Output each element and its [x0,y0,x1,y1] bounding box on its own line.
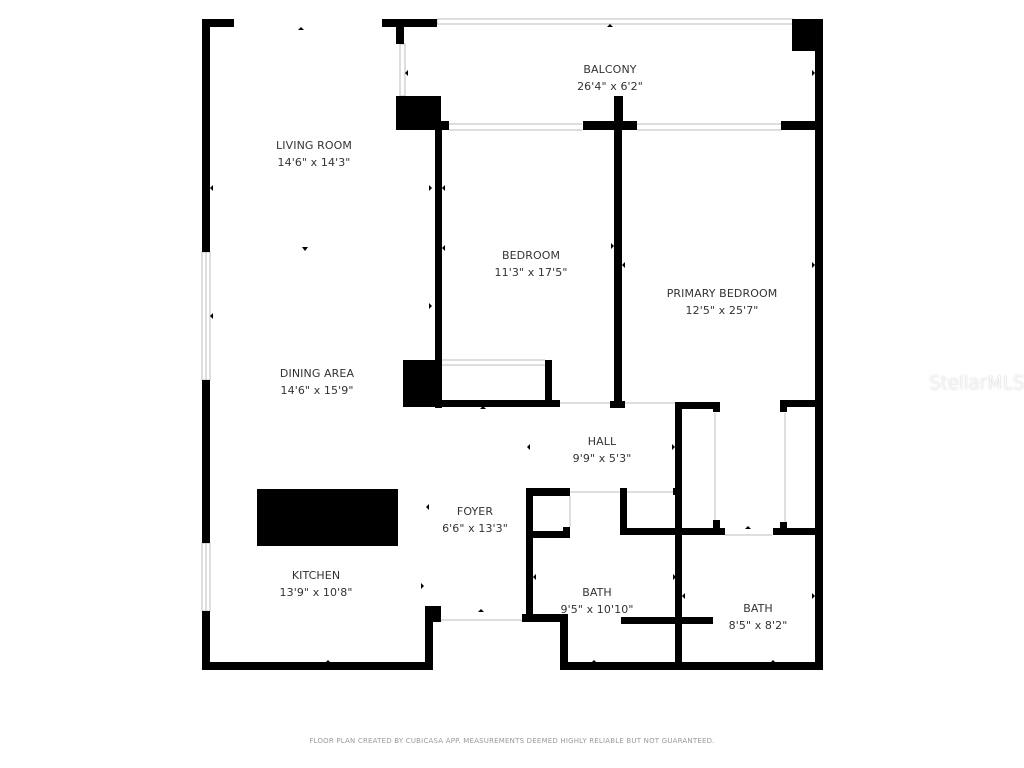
room-name: BATH [582,586,612,599]
room-name: BALCONY [583,63,637,76]
room-name: LIVING ROOM [276,139,352,152]
room-dimensions: 9'9" x 5'3" [572,452,632,465]
room-dimensions: 9'5" x 10'10" [560,603,634,616]
room-label-bath-2: BATH 8'5" x 8'2" [729,600,788,634]
room-dimensions: 8'5" x 8'2" [728,619,788,632]
watermark-logo: StellarMLS [929,372,1024,394]
room-dimensions: 14'6" x 15'9" [280,384,354,397]
room-label-kitchen: KITCHEN 13'9" x 10'8" [280,567,353,601]
room-dimensions: 14'6" x 14'3" [277,156,351,169]
room-label-hall: HALL 9'9" x 5'3" [573,433,632,467]
room-dimensions: 11'3" x 17'5" [494,266,568,279]
room-label-dining-area: DINING AREA 14'6" x 15'9" [280,365,354,399]
room-name: DINING AREA [279,367,355,380]
disclaimer-footer: FLOOR PLAN CREATED BY CUBICASA APP. MEAS… [309,737,715,745]
room-name: BEDROOM [501,249,561,262]
room-name: PRIMARY BEDROOM [666,287,778,300]
room-name: KITCHEN [291,569,341,582]
dimension-markers [210,24,815,663]
room-name: BATH [743,602,773,615]
room-label-foyer: FOYER 6'6" x 13'3" [442,503,508,537]
room-name: HALL [587,435,617,448]
room-name: FOYER [456,505,494,518]
room-label-bedroom: BEDROOM 11'3" x 17'5" [495,247,568,281]
room-label-primary-bedroom: PRIMARY BEDROOM 12'5" x 25'7" [667,285,778,319]
windows [201,18,794,621]
room-label-living-room: LIVING ROOM 14'6" x 14'3" [276,137,352,171]
room-dimensions: 6'6" x 13'3" [442,522,508,535]
room-dimensions: 12'5" x 25'7" [685,304,759,317]
room-dimensions: 26'4" x 6'2" [577,80,643,93]
room-dimensions: 13'9" x 10'8" [279,586,353,599]
room-label-bath-1: BATH 9'5" x 10'10" [561,584,634,618]
room-label-balcony: BALCONY 26'4" x 6'2" [577,61,643,95]
walls [202,19,823,670]
